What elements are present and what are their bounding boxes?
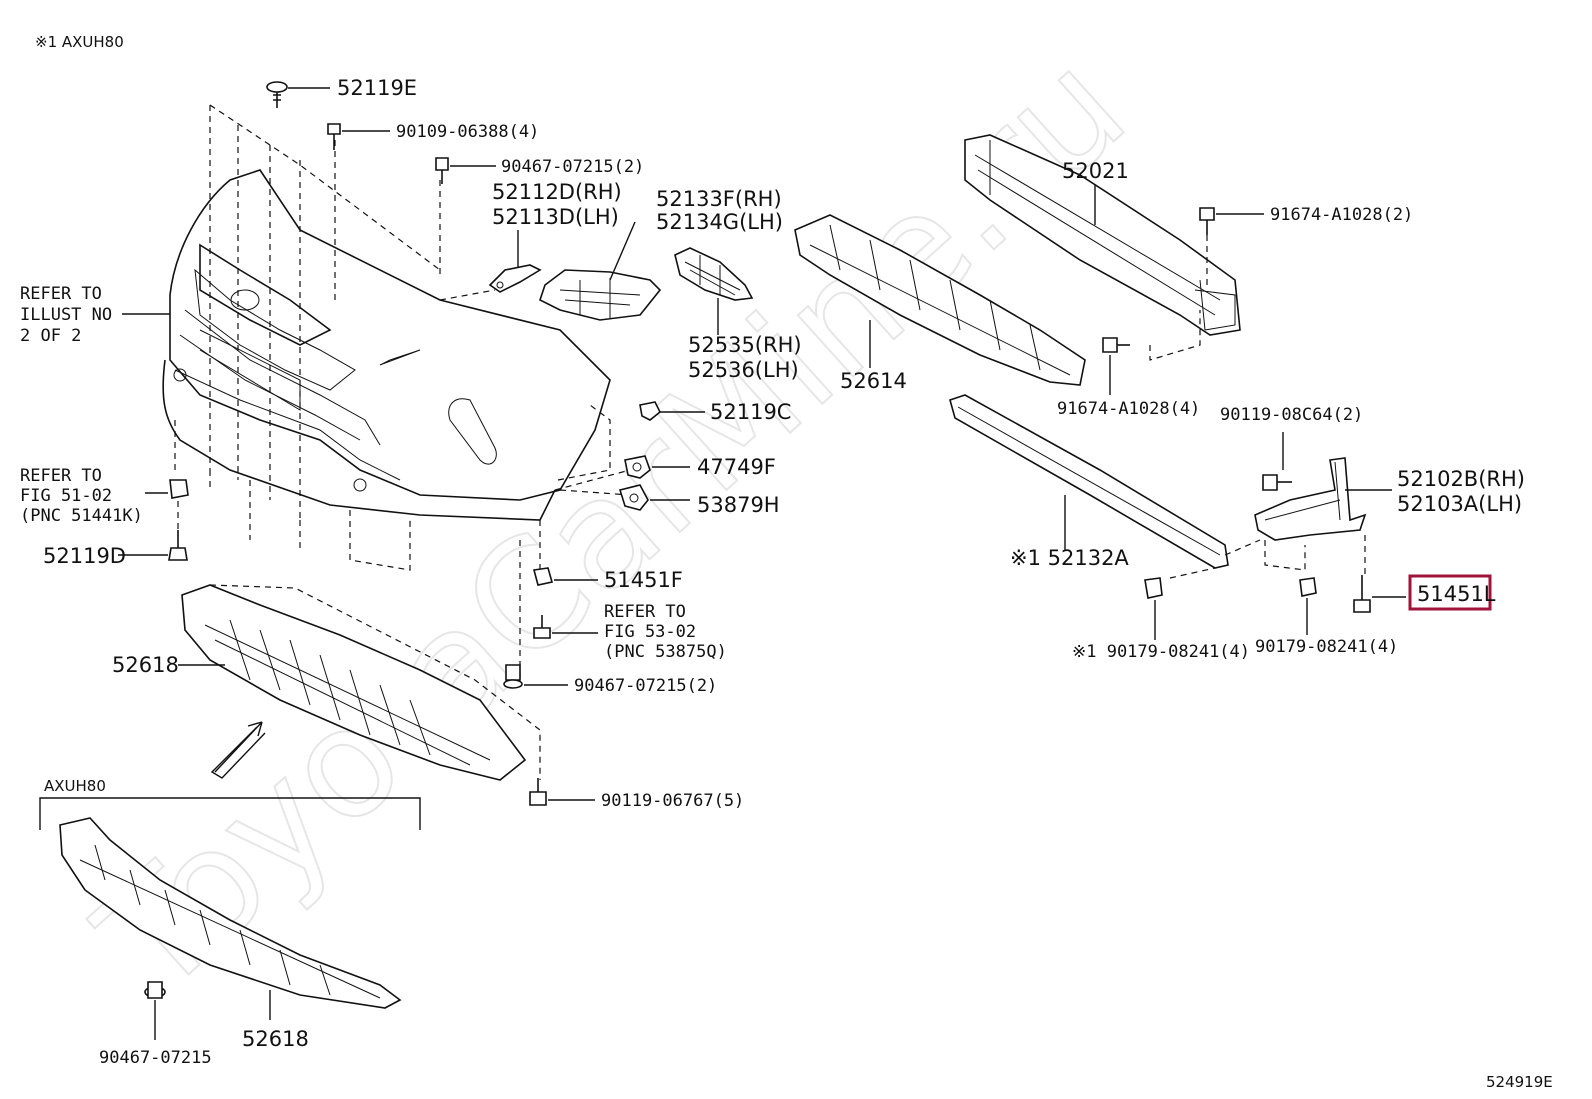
- label-90179-08241-b: 90179-08241(4): [1255, 637, 1398, 657]
- absorber-52614-drawing: [794, 214, 1086, 386]
- label-52112D: 52112D(RH): [492, 180, 622, 204]
- refer-fig53-line3: (PNC 53875Q): [604, 642, 727, 662]
- bracket-52133F-drawing: [539, 269, 662, 321]
- reinforcement-52132A-drawing: [949, 394, 1229, 569]
- clip-52119C-icon: [639, 401, 662, 421]
- section-label-axuh80: AXUH80: [44, 777, 106, 795]
- clip-51451F-icon: [532, 567, 554, 586]
- label-90119-08C64: 90119-08C64(2): [1220, 405, 1363, 425]
- bracket-52112D-drawing: [488, 264, 542, 293]
- label-52134G: 52134G(LH): [656, 210, 783, 234]
- refer-fig51-line3: (PNC 51441K): [20, 506, 143, 526]
- clip-52119E-icon: [266, 81, 288, 108]
- retainer-47749F-icon: [624, 455, 651, 479]
- refer-fig53-line2: FIG 53-02: [604, 622, 696, 642]
- clip-90467-mid-icon: [503, 664, 523, 689]
- highlight-51451L[interactable]: [1408, 574, 1492, 611]
- bolt-91674-4-icon: [1102, 337, 1130, 353]
- label-52536: 52536(LH): [688, 358, 799, 382]
- label-52618-a: 52618: [112, 653, 179, 677]
- label-47749F: 47749F: [697, 455, 776, 479]
- label-52133F: 52133F(RH): [656, 187, 782, 211]
- undercover-52618-axuh80-drawing: [59, 817, 402, 1009]
- refer-illust-line2: ILLUST NO: [20, 305, 112, 325]
- label-53879H: 53879H: [697, 493, 780, 517]
- label-90467-07215-top: 90467-07215(2): [501, 157, 644, 177]
- reinforcement-52021-drawing: [964, 134, 1241, 336]
- label-52132A: ※1 52132A: [1010, 546, 1129, 570]
- label-52614: 52614: [840, 369, 907, 393]
- undercover-52618-drawing: [181, 584, 527, 781]
- bolt-91674-2-icon: [1199, 207, 1215, 235]
- refer-illust-line1: REFER TO: [20, 284, 102, 304]
- label-91674-A1028-4: 91674-A1028(4): [1057, 399, 1200, 419]
- label-52102B: 52102B(RH): [1397, 467, 1525, 491]
- bracket-52535-drawing: [674, 247, 754, 301]
- label-52119D: 52119D: [43, 544, 126, 568]
- label-52618-b: 52618: [242, 1027, 309, 1051]
- refer-illust-line3: 2 OF 2: [20, 326, 81, 346]
- refer-fig53-line1: REFER TO: [604, 602, 686, 622]
- nut-90179-b-icon: [1299, 577, 1317, 597]
- refer-fig51-line2: FIG 51-02: [20, 486, 112, 506]
- label-90467-07215-mid: 90467-07215(2): [574, 676, 717, 696]
- bolt-90109-icon: [327, 123, 341, 150]
- label-52535: 52535(RH): [688, 333, 802, 357]
- label-52103A: 52103A(LH): [1397, 492, 1522, 516]
- clip-90467-bot-icon: [144, 981, 166, 999]
- bracket-52102B-drawing: [1254, 457, 1367, 541]
- label-90109-06388: 90109-06388(4): [396, 122, 539, 142]
- bolt-90119-08c64-icon: [1262, 474, 1292, 491]
- label-51451L[interactable]: 51451L: [1417, 582, 1496, 606]
- figure-id: 524919E: [1486, 1073, 1553, 1091]
- label-90179-08241-a: ※1 90179-08241(4): [1072, 642, 1250, 662]
- label-91674-A1028-2: 91674-A1028(2): [1270, 205, 1413, 225]
- label-52119C: 52119C: [710, 400, 791, 424]
- bolt-53875Q-icon: [533, 615, 551, 639]
- bolt-90467-top-icon: [435, 157, 449, 184]
- label-90467-07215-bot: 90467-07215: [99, 1048, 212, 1068]
- label-52113D: 52113D(LH): [492, 205, 619, 229]
- section-bracket: [39, 797, 421, 830]
- label-51451F: 51451F: [604, 568, 683, 592]
- header-note: ※1 AXUH80: [35, 33, 124, 51]
- bolt-51451L-icon: [1353, 575, 1371, 613]
- refer-fig51-line1: REFER TO: [20, 466, 102, 486]
- assembly-guides-left: [174, 104, 631, 680]
- label-52021: 52021: [1062, 159, 1129, 183]
- bolt-52119D-icon: [168, 530, 188, 561]
- retainer-53879H-icon: [618, 484, 649, 511]
- label-52119E: 52119E: [337, 76, 417, 100]
- bolt-90119-06767-icon: [529, 778, 547, 806]
- label-90119-06767: 90119-06767(5): [601, 791, 744, 811]
- bumper-cover-drawing: [162, 169, 611, 521]
- clip-51441K-icon: [169, 479, 189, 499]
- nut-90179-a-icon: [1144, 577, 1163, 599]
